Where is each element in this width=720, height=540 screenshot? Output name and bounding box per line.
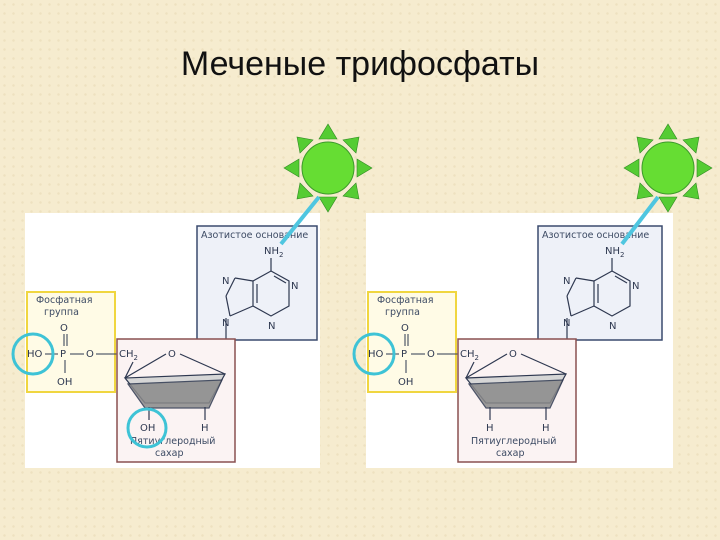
nucleotide-panel-atp: Азотистое основание NH2 N N N N Фосфатна…: [11, 123, 373, 468]
base-box: [196, 225, 318, 341]
fluorescent-label-sun: [283, 123, 373, 213]
ring-n-4: N: [222, 318, 229, 329]
phosphate-label-1: Фосфатная: [36, 295, 92, 306]
ring-oxygen: O: [509, 349, 517, 360]
sugar-3prime: H: [486, 423, 494, 434]
phosphate-group: Фосфатная группа O HO P O OH: [367, 291, 458, 393]
sugar-label-1: Пятиуглеродный: [471, 436, 556, 447]
phosphate-o-top: O: [401, 323, 409, 334]
nitrogenous-base-group: Азотистое основание NH2 N N N N: [196, 225, 318, 343]
ring-oxygen: O: [168, 349, 176, 360]
ch2-label: CH2: [119, 349, 138, 362]
base-amine: NH2: [605, 246, 624, 259]
phosphate-group: Фосфатная группа O HO P O OH: [26, 291, 117, 393]
base-box: [537, 225, 663, 341]
highlight-circle-phosphate: [352, 332, 396, 376]
phosphate-o-bridge: O: [427, 349, 435, 360]
base-amine: NH2: [264, 246, 283, 259]
fluorescent-label-sun: [623, 123, 713, 213]
phosphate-label-1: Фосфатная: [377, 295, 433, 306]
phosphate-p: P: [401, 349, 407, 360]
ribose-ring: [464, 353, 568, 420]
phosphate-o-top: O: [60, 323, 68, 334]
ring-n-2: N: [632, 281, 639, 292]
sugar-3prime: OH: [140, 423, 155, 434]
phosphate-box: [26, 291, 116, 393]
phosphate-o-bridge: O: [86, 349, 94, 360]
phosphate-ho: HO: [27, 349, 43, 360]
label-linker: [620, 195, 660, 246]
phosphate-ho: HO: [368, 349, 384, 360]
phosphate-box: [367, 291, 457, 393]
adenine-ring: [566, 258, 631, 343]
phosphate-label-2: группа: [44, 307, 79, 318]
nitrogenous-base-group: Азотистое основание NH2 N N N N: [537, 225, 663, 343]
nucleotide-panel-ddntp: Азотистое основание NH2 N N N N Фосфатна…: [352, 123, 713, 468]
sugar-group: CH2 O OH H Пятиуглеродный сахар: [116, 338, 236, 463]
ring-n-3: N: [609, 321, 616, 332]
label-linker: [279, 195, 321, 246]
sugar-group: CH2 O H H Пятиуглеродный сахар: [457, 338, 577, 463]
base-label: Азотистое основание: [542, 230, 649, 241]
ring-n-4: N: [563, 318, 570, 329]
highlight-circle-phosphate: [11, 332, 55, 376]
sugar-2prime: H: [542, 423, 550, 434]
ring-n-1: N: [222, 276, 229, 287]
ring-n-2: N: [291, 281, 298, 292]
phosphate-oh: OH: [57, 377, 72, 388]
adenine-ring: [225, 258, 290, 343]
sugar-label-1: Пятиуглеродный: [130, 436, 215, 447]
sugar-label-2: сахар: [155, 448, 184, 459]
slide-title: Меченые трифосфаты: [180, 45, 540, 83]
sugar-label-2: сахар: [496, 448, 525, 459]
ribose-ring: [123, 353, 227, 420]
ring-n-1: N: [563, 276, 570, 287]
phosphate-p: P: [60, 349, 66, 360]
phosphate-label-2: группа: [385, 307, 420, 318]
base-label: Азотистое основание: [201, 230, 308, 241]
ring-n-3: N: [268, 321, 275, 332]
phosphate-oh: OH: [398, 377, 413, 388]
highlight-circle-3prime-oh: [126, 407, 168, 449]
ch2-label: CH2: [460, 349, 479, 362]
sugar-2prime: H: [201, 423, 209, 434]
